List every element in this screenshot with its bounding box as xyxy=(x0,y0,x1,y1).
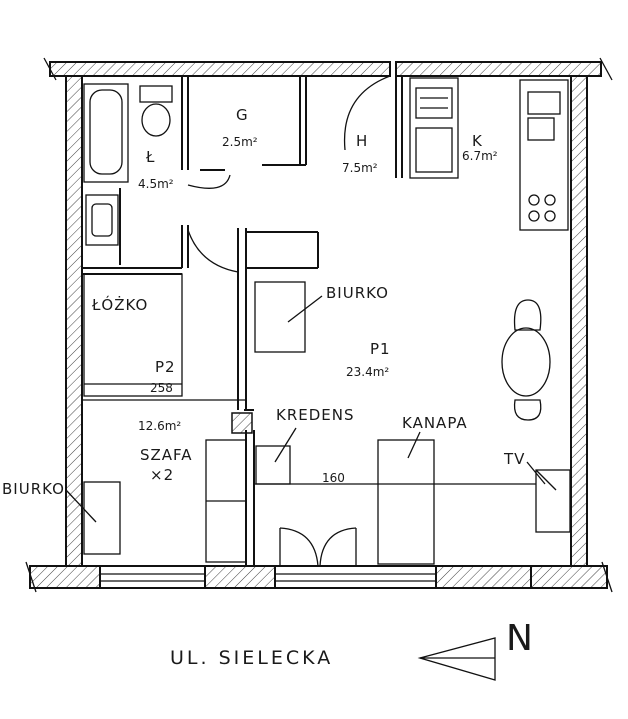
kitchen-fixtures xyxy=(409,77,569,231)
hall-letter: H xyxy=(356,132,368,150)
room-g-area: 2.5m² xyxy=(222,135,258,149)
desk-bedroom-label: BIURKO xyxy=(2,480,65,498)
bathroom-area: 4.5m² xyxy=(138,177,174,191)
living-area: 23.4m² xyxy=(346,365,389,379)
kitchen-unit: m² xyxy=(481,149,498,163)
wardrobe-label: SZAFA xyxy=(140,446,193,464)
street-name: UL. SIELECKA xyxy=(170,647,333,669)
wardrobe-count: ×2 xyxy=(150,466,174,484)
bedroom-dimension: 258 xyxy=(150,381,173,395)
furniture-labels: ŁÓŻKO BIURKO BIURKO KREDENS KANAPA TV SZ… xyxy=(2,284,525,498)
north-label: N xyxy=(506,618,536,659)
bathroom-letter: Ł xyxy=(145,148,155,166)
living-letter: P1 xyxy=(370,340,391,358)
north-arrow xyxy=(417,637,496,681)
living-unit: m² xyxy=(373,365,390,379)
sideboard-label: KREDENS xyxy=(276,406,355,424)
sofa-label: KANAPA xyxy=(402,414,468,432)
kitchen-area: 6.7m² xyxy=(462,149,498,163)
bedroom-furniture xyxy=(82,273,247,563)
hall-area: 7.5m² xyxy=(342,161,378,175)
width-dimension: 160 xyxy=(322,471,345,485)
bedroom-letter: P2 xyxy=(155,358,176,376)
room-labels: Ł 4.5m² G 2.5m² H 7.5m² K 6.7m² P1 23.4m… xyxy=(138,106,498,433)
label-pointers xyxy=(65,295,546,523)
room-g-letter: G xyxy=(236,106,249,124)
interior-walls xyxy=(82,75,403,566)
bed-label: ŁÓŻKO xyxy=(91,295,148,314)
bathroom-fixtures xyxy=(83,83,173,246)
tv-label: TV xyxy=(503,450,525,468)
kitchen-letter: K xyxy=(472,132,483,150)
hall-unit: m² xyxy=(361,161,378,175)
living-furniture xyxy=(254,281,571,567)
bathroom-unit: m² xyxy=(157,177,174,191)
outer-walls xyxy=(25,57,613,593)
room-g-unit: m² xyxy=(241,135,258,149)
bedroom-area: 12.6m² xyxy=(138,419,181,433)
desk-living-label: BIURKO xyxy=(326,284,389,302)
bedroom-unit: m² xyxy=(165,419,182,433)
